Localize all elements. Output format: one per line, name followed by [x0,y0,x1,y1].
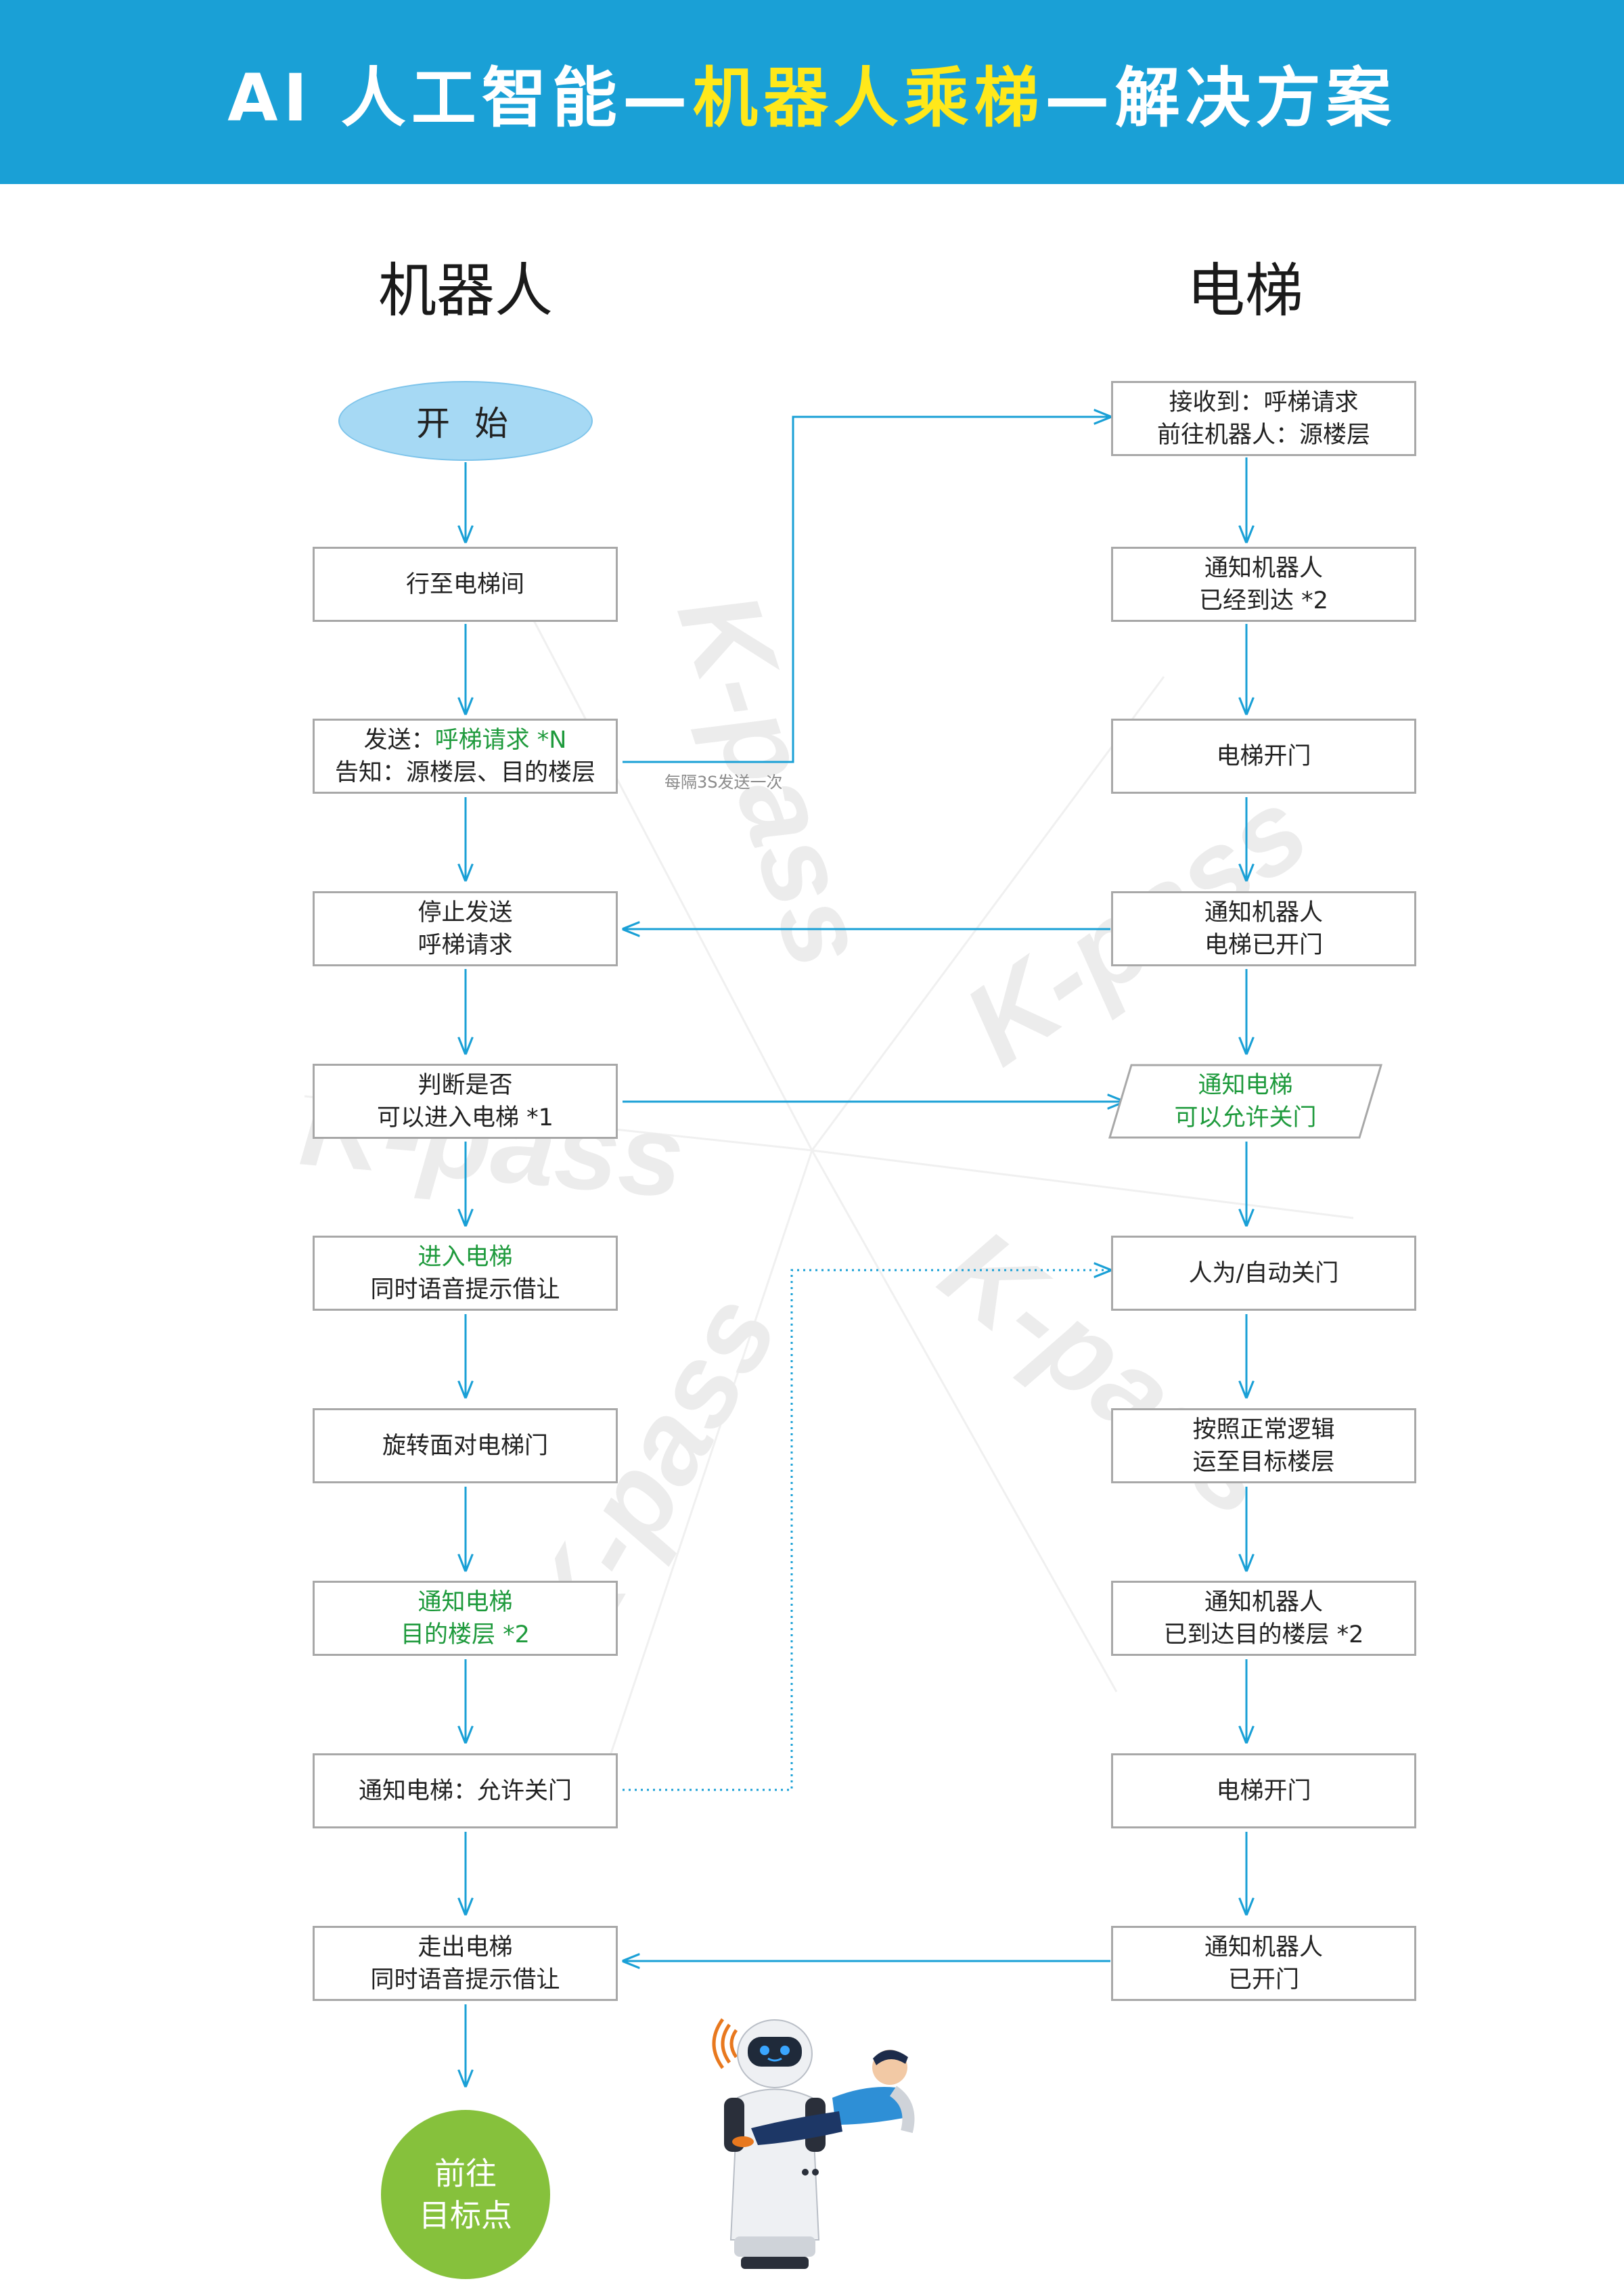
elevator-step-open-door-2: 电梯开门 [1111,1753,1416,1828]
robot-step-judge-enter: 判断是否 可以进入电梯 *1 [313,1064,618,1139]
elevator-step-open-door-1: 电梯开门 [1111,719,1416,794]
elevator-step-allow-close-shape [1108,1064,1382,1139]
robot-illustration [712,2018,915,2269]
elevator-step-notify-door-opened: 通知机器人 电梯已开门 [1111,891,1416,966]
elevator-step-notify-arrived: 通知机器人 已经到达 *2 [1111,547,1416,622]
robot-step-allow-close: 通知电梯：允许关门 [313,1753,618,1828]
elevator-step-allow-close: 通知电梯 可以允许关门 [1174,1071,1317,1131]
robot-step-send-request: 发送：呼梯请求 *N 告知：源楼层、目的楼层 [313,719,618,794]
resend-note: 每隔3S发送一次 [664,773,783,792]
header-banner [0,0,1624,184]
end-node: 前往 目标点 [381,2110,550,2279]
elevator-step-travel: 按照正常逻辑 运至目标楼层 [1111,1408,1416,1483]
start-node: 开 始 [338,381,593,461]
arrow-allow-close-dotted [623,1270,1110,1791]
elevator-step-notify-opened: 通知机器人 已开门 [1111,1926,1416,2001]
robot-step-face-door: 旋转面对电梯门 [313,1408,618,1483]
elevator-step-close-door: 人为/自动关门 [1111,1236,1416,1311]
elevator-step-notify-target: 通知机器人 已到达目的楼层 *2 [1111,1581,1416,1656]
title-part1: AI 人工智能— [227,60,693,136]
column-title-robot: 机器人 [378,257,553,325]
robot-step-enter-elevator: 进入电梯 同时语音提示借让 [313,1236,618,1311]
page-title: AI 人工智能—机器人乘梯—解决方案 [0,0,1624,184]
column-title-elevator: 电梯 [1187,257,1303,325]
sound-wave-icon [712,2018,738,2069]
elevator-step-receive-call: 接收到：呼梯请求 前往机器人：源楼层 [1111,381,1416,456]
title-part2: —解决方案 [1044,60,1397,136]
robot-step-notify-floor: 通知电梯 目的楼层 *2 [313,1581,618,1656]
arrow-call-request [623,417,1110,763]
robot-step-stop-sending: 停止发送 呼梯请求 [313,891,618,966]
title-highlight: 机器人乘梯 [692,60,1045,136]
robot-step-walk-to-elevator: 行至电梯间 [313,547,618,622]
robot-step-exit-elevator: 走出电梯 同时语音提示借让 [313,1926,618,2001]
